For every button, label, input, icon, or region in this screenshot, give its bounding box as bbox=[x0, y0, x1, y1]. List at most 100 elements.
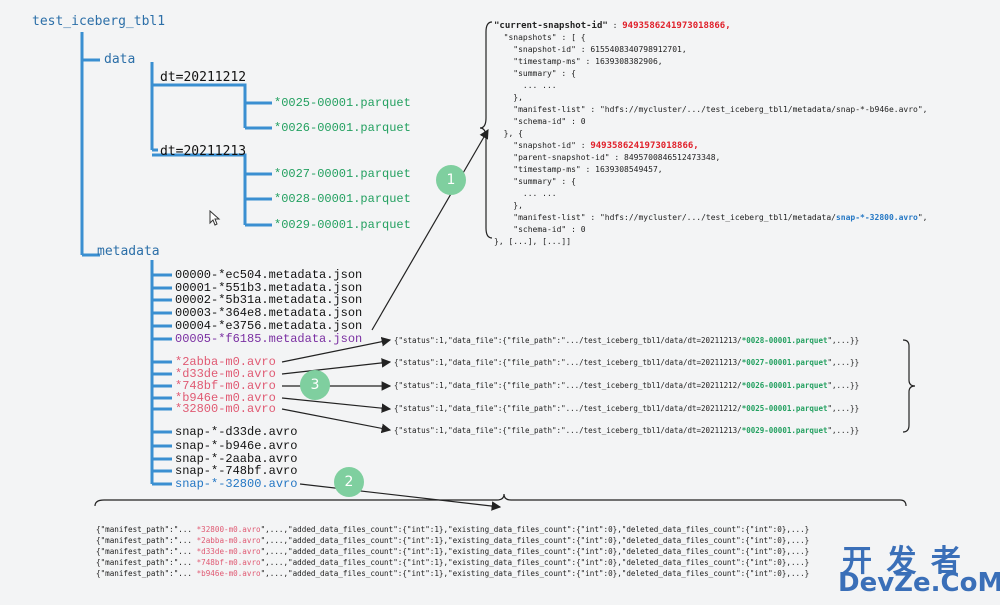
metadata-json-file: 00003-*364e8.metadata.json bbox=[175, 306, 363, 320]
snapshot-file: snap-*-d33de.avro bbox=[175, 425, 298, 439]
json-line: }, bbox=[513, 201, 523, 210]
data-dir-label: data bbox=[104, 52, 136, 67]
manifest-entry-path: {"status":1,"data_file":{"file_path":"..… bbox=[394, 404, 742, 413]
manifest-list-entry: {"manifest_path":"... *b946e-m0.avro",..… bbox=[96, 569, 809, 578]
manifest-list-entry: {"manifest_path":"... *d33de-m0.avro",..… bbox=[96, 547, 809, 556]
json-line: "schema-id" : 0 bbox=[513, 225, 586, 234]
data-file-label: *0028-00001.parquet bbox=[274, 192, 411, 206]
json-line: "timestamp-ms" : 1639308382906, bbox=[513, 57, 663, 66]
manifest-list-file: *748bf-m0.avro bbox=[196, 558, 261, 567]
manifest-entry-suffix: ",...}} bbox=[827, 336, 860, 345]
metadata-json-file: 00004-*e3756.metadata.json bbox=[175, 319, 363, 333]
json-line: "parent-snapshot-id" : 84957008465124733… bbox=[513, 153, 721, 162]
json-manifest-list-highlight: snap-*-32800.avro bbox=[835, 213, 918, 222]
manifest-list-entry: {"manifest_path":"... *2abba-m0.avro",..… bbox=[96, 536, 809, 545]
manifest-entry-suffix: ",...}} bbox=[827, 426, 860, 435]
manifest-list-path: {"manifest_path":"... bbox=[96, 525, 197, 534]
manifest-file: *2abba-m0.avro bbox=[175, 355, 276, 369]
json-line: "summary" : { bbox=[513, 177, 576, 186]
json-line: }, { bbox=[503, 129, 523, 138]
manifest-entry-file: *0029-00001.parquet bbox=[741, 426, 828, 435]
json-line: "manifest-list" : "hdfs://mycluster/.../… bbox=[513, 213, 836, 222]
manifest-entry-path: {"status":1,"data_file":{"file_path":"..… bbox=[394, 381, 742, 390]
json-snapshot-id-2: 9493586241973018866, bbox=[590, 141, 699, 151]
mouse-cursor-icon bbox=[209, 210, 221, 226]
arrow-manifest-4 bbox=[281, 397, 392, 413]
step-bubble-one: 1 bbox=[436, 165, 466, 195]
metadata-dir-label: metadata bbox=[97, 244, 160, 259]
snapshot-file: snap-*-2aaba.avro bbox=[175, 452, 298, 466]
manifest-file: *d33de-m0.avro bbox=[175, 367, 276, 381]
partition-label: dt=20211212 bbox=[160, 70, 247, 85]
manifest-entry-suffix: ",...}} bbox=[827, 358, 860, 367]
watermark-logo-en: DevZe.CoM bbox=[838, 568, 1000, 598]
json-line: "snapshot-id" : 6155408340798912701, bbox=[513, 45, 687, 54]
data-file-label: *0029-00001.parquet bbox=[274, 218, 411, 232]
data-file-label: *0027-00001.parquet bbox=[274, 167, 411, 181]
json-line: }, [...], [...]] bbox=[494, 237, 572, 246]
manifest-list-counts: ",...,"added_data_files_count":{"int":1}… bbox=[260, 536, 810, 545]
manifest-list-path: {"manifest_path":"... bbox=[96, 536, 197, 545]
manifest-list-file: *b946e-m0.avro bbox=[196, 569, 261, 578]
manifest-list-path: {"manifest_path":"... bbox=[96, 558, 197, 567]
json-line: ... ... bbox=[522, 81, 557, 90]
json-line: "summary" : { bbox=[513, 69, 576, 78]
current-metadata-json-file: 00005-*f6185.metadata.json bbox=[175, 332, 363, 346]
json-line: "timestamp-ms" : 1639308549457, bbox=[513, 165, 663, 174]
json-line: "snapshot-id" : bbox=[513, 141, 586, 150]
metadata-json-file: 00001-*551b3.metadata.json bbox=[175, 281, 363, 295]
arrow-snap-to-list bbox=[299, 483, 502, 511]
partition-label: dt=20211213 bbox=[160, 144, 247, 159]
manifest-file: *32800-m0.avro bbox=[175, 402, 276, 416]
manifest-entry: {"status":1,"data_file":{"file_path":"..… bbox=[394, 403, 859, 415]
manifest-list-counts: ",...,"added_data_files_count":{"int":1}… bbox=[260, 525, 810, 534]
json-key-current-snapshot: "current-snapshot-id" bbox=[494, 21, 608, 31]
manifest-entry-file: *0026-00001.parquet bbox=[741, 381, 828, 390]
data-file-label: *0025-00001.parquet bbox=[274, 96, 411, 110]
root-table-label: test_iceberg_tbl1 bbox=[32, 14, 166, 29]
metadata-json-file: 00000-*ec504.metadata.json bbox=[175, 268, 363, 282]
json-line: ", bbox=[917, 213, 928, 222]
current-snapshot-file: snap-*-32800.avro bbox=[175, 477, 298, 491]
manifest-entry-suffix: ",...}} bbox=[827, 404, 860, 413]
arrow-manifest-2 bbox=[281, 358, 392, 375]
json-line: ... ... bbox=[522, 189, 557, 198]
manifest-entry-suffix: ",...}} bbox=[827, 381, 860, 390]
snapshot-file: snap-*-b946e.avro bbox=[175, 439, 298, 453]
manifest-entry: {"status":1,"data_file":{"file_path":"..… bbox=[394, 335, 859, 347]
json-line: "snapshots" : [ { bbox=[503, 33, 586, 42]
step-bubble-three: 3 bbox=[300, 370, 330, 400]
manifest-list-entry: {"manifest_path":"... *748bf-m0.avro",..… bbox=[96, 558, 809, 567]
snapshot-file: snap-*-748bf.avro bbox=[175, 464, 298, 478]
manifest-entry-path: {"status":1,"data_file":{"file_path":"..… bbox=[394, 336, 742, 345]
manifest-list-counts: ",...,"added_data_files_count":{"int":1}… bbox=[260, 569, 810, 578]
manifest-list-file: *32800-m0.avro bbox=[196, 525, 261, 534]
manifest-entry: {"status":1,"data_file":{"file_path":"..… bbox=[394, 425, 859, 437]
manifest-list-path: {"manifest_path":"... bbox=[96, 547, 197, 556]
json-line: "manifest-list" : "hdfs://mycluster/.../… bbox=[513, 105, 928, 114]
manifest-entry: {"status":1,"data_file":{"file_path":"..… bbox=[394, 357, 859, 369]
manifest-list-counts: ",...,"added_data_files_count":{"int":1}… bbox=[260, 558, 810, 567]
data-file-label: *0026-00001.parquet bbox=[274, 121, 411, 135]
manifest-list-counts: ",...,"added_data_files_count":{"int":1}… bbox=[260, 547, 810, 556]
metadata-json-file: 00002-*5b31a.metadata.json bbox=[175, 293, 363, 307]
manifest-list-block: {"manifest_path":"... *32800-m0.avro",..… bbox=[96, 524, 809, 579]
json-line: }, bbox=[513, 93, 523, 102]
watermark-logo-cn: 开 发 者 bbox=[842, 544, 963, 579]
manifest-list-path: {"manifest_path":"... bbox=[96, 569, 197, 578]
json-brace bbox=[479, 21, 493, 239]
arrow-metadata-to-json bbox=[371, 128, 489, 331]
manifest-file: *748bf-m0.avro bbox=[175, 379, 276, 393]
manifest-entry-path: {"status":1,"data_file":{"file_path":"..… bbox=[394, 426, 742, 435]
manifest-list-file: *2abba-m0.avro bbox=[196, 536, 261, 545]
manifest-entry-file: *0025-00001.parquet bbox=[741, 404, 828, 413]
manifest-entry: {"status":1,"data_file":{"file_path":"..… bbox=[394, 380, 859, 392]
manifest-list-file: *d33de-m0.avro bbox=[196, 547, 261, 556]
json-line: "schema-id" : 0 bbox=[513, 117, 586, 126]
arrow-manifest-1 bbox=[281, 336, 392, 363]
list-brace bbox=[94, 493, 907, 507]
manifest-file: *b946e-m0.avro bbox=[175, 391, 276, 405]
manifest-entry-file: *0028-00001.parquet bbox=[741, 336, 828, 345]
